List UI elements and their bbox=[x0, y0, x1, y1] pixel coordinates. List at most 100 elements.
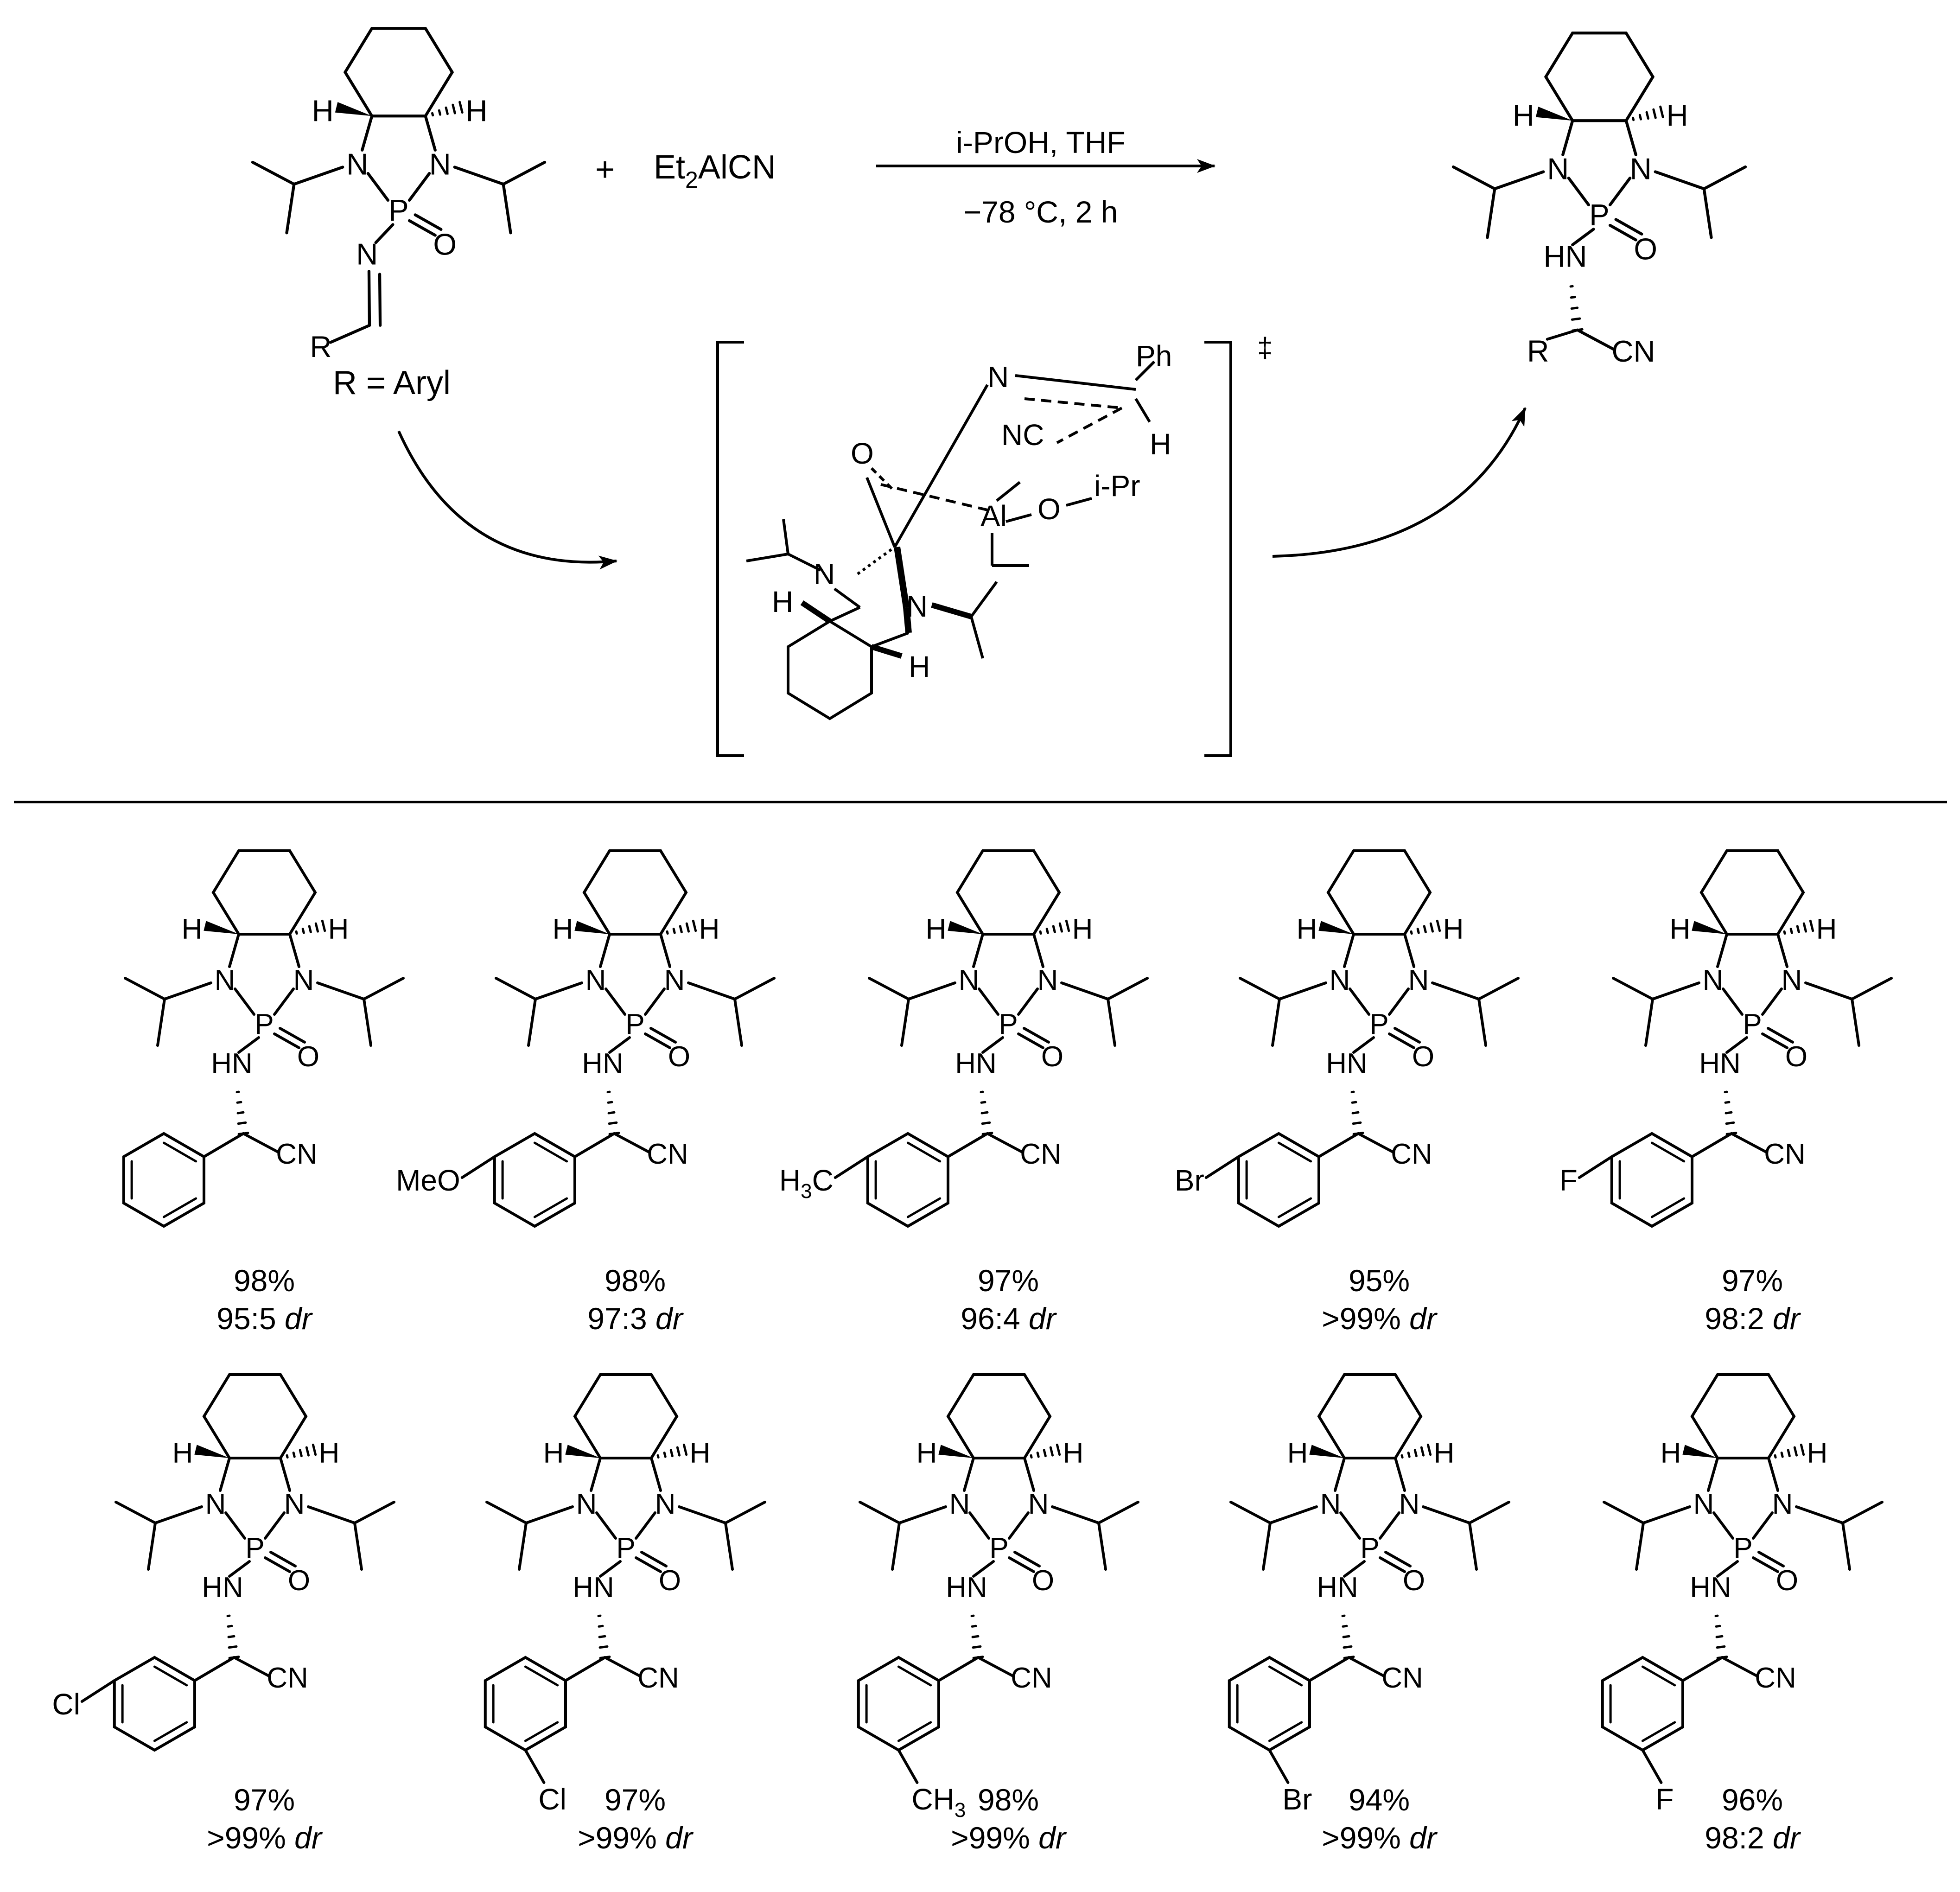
cyclohexane-ring bbox=[211, 849, 317, 936]
cyclohexane-ring bbox=[582, 849, 688, 936]
ts-label-n-right: N bbox=[906, 590, 928, 623]
n-label-left: N bbox=[346, 147, 368, 181]
p-label: P bbox=[999, 1008, 1018, 1040]
n-label-left: N bbox=[585, 964, 606, 996]
dr-label: >99% dr bbox=[951, 1821, 1067, 1855]
h-label-left: H bbox=[312, 94, 334, 127]
cyclohexane-ring bbox=[1699, 849, 1805, 936]
o-label: O bbox=[1634, 232, 1657, 266]
h-label-right: H bbox=[1063, 1437, 1084, 1469]
o-label: O bbox=[297, 1041, 319, 1073]
p-label: P bbox=[625, 1008, 644, 1040]
ts-label-ph: Ph bbox=[1136, 339, 1172, 373]
h-label-left: H bbox=[1661, 1437, 1681, 1469]
o-label: O bbox=[668, 1041, 690, 1073]
n-label-left: N bbox=[1693, 1488, 1714, 1520]
ts-bracket-left bbox=[716, 341, 744, 757]
ts-double-dagger: ‡ bbox=[1257, 332, 1273, 363]
ts-bracket-right bbox=[1204, 341, 1232, 757]
curved-arrow-right bbox=[1272, 407, 1527, 558]
h-label-left: H bbox=[1513, 98, 1534, 132]
hn-label: HN bbox=[1326, 1048, 1368, 1080]
o-label: O bbox=[659, 1565, 681, 1597]
aryl-ring bbox=[1237, 1132, 1320, 1228]
yield-label: 98% bbox=[978, 1783, 1039, 1817]
substituent-label: CH3 bbox=[911, 1783, 966, 1822]
o-label: O bbox=[1041, 1041, 1063, 1073]
aryl-ring bbox=[857, 1656, 940, 1752]
h-label-left: H bbox=[1287, 1437, 1308, 1469]
h-label-right: H bbox=[699, 913, 720, 945]
ts-label-al: Al bbox=[980, 499, 1007, 533]
p-label: P bbox=[1733, 1532, 1752, 1564]
o-label: O bbox=[1776, 1565, 1798, 1597]
p-label: P bbox=[989, 1532, 1008, 1564]
cn-label: CN bbox=[1611, 334, 1655, 368]
p-label: P bbox=[1589, 198, 1609, 232]
cn-label: CN bbox=[267, 1662, 308, 1694]
cn-label: CN bbox=[276, 1138, 318, 1170]
cn-label: CN bbox=[1391, 1138, 1432, 1170]
o-label: O bbox=[1785, 1041, 1807, 1073]
cyclohexane-ring bbox=[202, 1373, 308, 1459]
p-label: P bbox=[255, 1008, 274, 1040]
n-label-right: N bbox=[1782, 964, 1802, 996]
n-label-right: N bbox=[1399, 1488, 1420, 1520]
aryl-ring bbox=[484, 1656, 567, 1752]
cn-label: CN bbox=[647, 1138, 688, 1170]
h-label-right: H bbox=[465, 94, 487, 127]
yield-label: 97% bbox=[1722, 1263, 1783, 1298]
cyclohexane-ring bbox=[955, 849, 1061, 936]
dr-label: 98:2 dr bbox=[1705, 1301, 1801, 1336]
n-label-left: N bbox=[205, 1488, 226, 1520]
conditions-bottom: −78 °C, 2 h bbox=[964, 195, 1118, 229]
aryl-ring bbox=[1601, 1656, 1684, 1752]
substituent-label: Cl bbox=[52, 1688, 80, 1721]
n-label-right: N bbox=[1028, 1488, 1049, 1520]
p-label: P bbox=[1360, 1532, 1379, 1564]
yield-label: 95% bbox=[1349, 1263, 1410, 1298]
aryl-ring bbox=[1610, 1132, 1693, 1228]
cyclohexane-ring bbox=[1690, 1373, 1796, 1459]
cn-label: CN bbox=[1020, 1138, 1062, 1170]
cn-label: CN bbox=[1755, 1662, 1796, 1694]
ts-atom-labels: Ph N NC H O Al O i-Pr N N H H bbox=[772, 339, 1172, 683]
substituent-label: Br bbox=[1175, 1164, 1204, 1197]
hn-label: HN bbox=[946, 1572, 987, 1604]
reagent-label: Et2AlCN bbox=[654, 149, 776, 193]
hn-label: HN bbox=[211, 1048, 253, 1080]
aryl-ring bbox=[493, 1132, 576, 1228]
h-label-right: H bbox=[1807, 1437, 1828, 1469]
o-label: O bbox=[1403, 1565, 1425, 1597]
substituent-label: H3C bbox=[779, 1164, 834, 1203]
aryl-ring bbox=[122, 1132, 205, 1228]
dr-label: >99% dr bbox=[207, 1821, 323, 1855]
ts-label-ipr: i-Pr bbox=[1094, 469, 1140, 503]
h-label-left: H bbox=[1670, 913, 1691, 945]
cn-label: CN bbox=[1764, 1138, 1806, 1170]
cyclohexane-ring bbox=[1326, 849, 1432, 936]
h-label-right: H bbox=[1434, 1437, 1455, 1469]
r-label: R bbox=[310, 330, 331, 363]
p-label: P bbox=[1743, 1008, 1762, 1040]
ts-cyclohexane bbox=[787, 619, 873, 720]
yield-label: 96% bbox=[1722, 1783, 1783, 1817]
aryl-ring bbox=[1228, 1656, 1311, 1752]
h-label-left: H bbox=[172, 1437, 193, 1469]
h-label-right: H bbox=[1816, 913, 1837, 945]
hn-label: HN bbox=[955, 1048, 997, 1080]
o-label: O bbox=[433, 228, 457, 261]
yield-label: 94% bbox=[1349, 1783, 1410, 1817]
dr-label: >99% dr bbox=[1322, 1301, 1438, 1336]
dr-label: 98:2 dr bbox=[1705, 1821, 1801, 1855]
h-label-left: H bbox=[1297, 913, 1317, 945]
n-label-left: N bbox=[1547, 152, 1569, 185]
p-label: P bbox=[1369, 1008, 1388, 1040]
